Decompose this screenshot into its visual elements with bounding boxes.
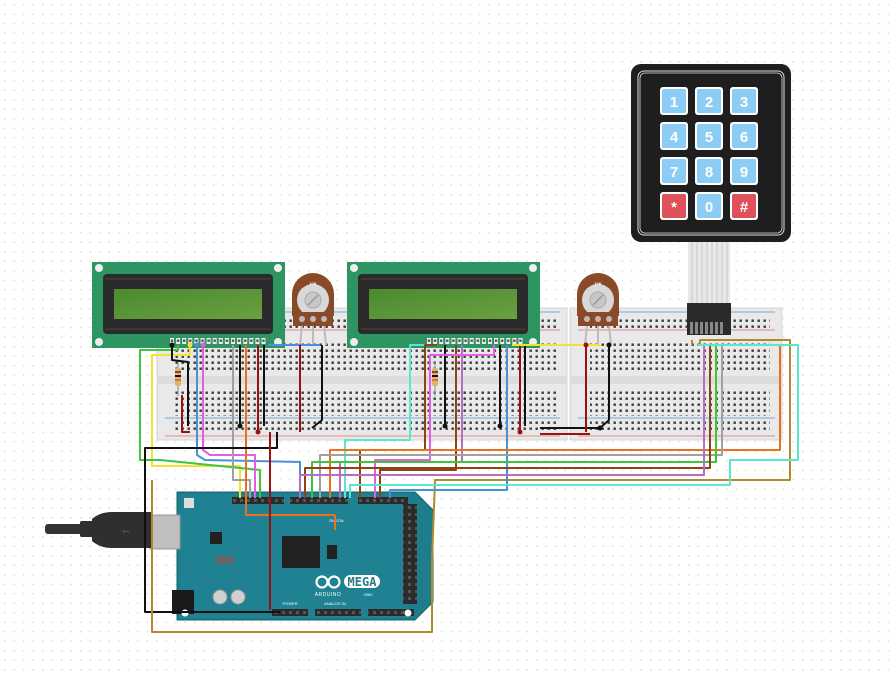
mega-logo-text: MEGA (348, 575, 378, 589)
lcd-2 (347, 262, 540, 348)
usb-icon: ⭠ (122, 526, 130, 537)
wire-endpoint (606, 342, 612, 348)
keypad-key-4[interactable]: 4 (660, 122, 688, 150)
arduino-brand-text: ARDUINO (315, 592, 342, 598)
wires (139, 339, 799, 633)
wire-black (599, 345, 610, 429)
keypad-key-8[interactable]: 8 (695, 157, 723, 185)
keypad-key-label: 9 (740, 164, 748, 181)
wire-gray (232, 345, 251, 498)
arduino-logo (315, 575, 341, 589)
wire-black (311, 345, 323, 429)
keypad-key-6[interactable]: 6 (730, 122, 758, 150)
header-top-mid (290, 497, 348, 504)
lcd-2-screen (369, 289, 517, 319)
header-top-right (358, 497, 408, 504)
keypad-key-star[interactable]: * (660, 192, 688, 220)
wire-endpoint (200, 342, 206, 348)
keypad-key-7[interactable]: 7 (660, 157, 688, 185)
wire-brown (304, 345, 711, 498)
wire-purple (299, 345, 705, 498)
keypad-key-label: 6 (740, 129, 748, 146)
potentiometer-2: 10K (577, 273, 619, 346)
wire-green (311, 345, 717, 498)
reset-button[interactable] (184, 498, 194, 508)
usb-cable: ⭠ (45, 512, 152, 548)
keypad-key-label: 0 (705, 199, 713, 216)
keypad-key-2[interactable]: 2 (695, 87, 723, 115)
wire-endpoint (517, 429, 523, 435)
wire-black (171, 345, 189, 426)
resistor-2 (432, 362, 438, 396)
power-jack (172, 590, 194, 614)
wire-pink (202, 345, 256, 498)
keypad-key-3[interactable]: 3 (730, 87, 758, 115)
atmega-chip (282, 536, 320, 568)
keypad-key-label: 5 (705, 129, 713, 146)
wire-black (144, 432, 280, 613)
wire-pink (374, 345, 495, 498)
wire-endpoint (442, 423, 448, 429)
wire-cyan (349, 344, 799, 498)
header-analog-1 (315, 609, 361, 616)
model-text: 2560 (364, 592, 374, 597)
wire-endpoint (497, 423, 503, 429)
keypad-key-label: 4 (670, 129, 679, 146)
breadboard-2 (569, 307, 783, 441)
keypad-key-label: 2 (705, 94, 713, 111)
wire-endpoint (597, 425, 603, 431)
keypad-key-label: # (740, 199, 749, 216)
digital-label: DIGITAL (329, 518, 345, 523)
keypad-key-0[interactable]: 0 (695, 192, 723, 220)
keypad: 1 2 3 4 5 6 7 8 9 * 0 # (631, 64, 791, 335)
wire-green (139, 345, 261, 498)
wire-blue (389, 345, 508, 498)
header-top-left (232, 497, 284, 504)
wire-yellow (151, 345, 241, 498)
lcd-1 (92, 262, 285, 348)
wire-endpoint (187, 342, 193, 348)
wire-endpoint (583, 342, 589, 348)
wire-gray (319, 345, 723, 498)
arduino-mega: MEGA ARDUINO 2560 POWER ANALOG IN DIGITA… (149, 491, 434, 621)
resistor-1 (175, 362, 181, 396)
usb-port (149, 514, 181, 550)
header-power (272, 609, 308, 616)
keypad-key-label: 1 (670, 94, 678, 111)
keypad-key-9[interactable]: 9 (730, 157, 758, 185)
wire-endpoint (255, 429, 261, 435)
lcd-1-screen (114, 289, 262, 319)
potentiometer-2-label: 10K (594, 281, 601, 286)
wire-olive (151, 339, 791, 633)
wire-endpoint (169, 342, 175, 348)
keypad-key-5[interactable]: 5 (695, 122, 723, 150)
wire-endpoint (237, 423, 243, 429)
wire-cyan (344, 344, 430, 498)
header-analog-2 (368, 609, 414, 616)
keypad-key-label: 7 (670, 164, 678, 181)
analog-label: ANALOG IN (324, 601, 346, 606)
potentiometer-1: 10K (292, 273, 334, 346)
keypad-key-hash[interactable]: # (730, 192, 758, 220)
keypad-key-label: 8 (705, 164, 713, 181)
keypad-key-label: 3 (740, 94, 748, 111)
power-label: POWER (282, 601, 297, 606)
keypad-connector (687, 303, 731, 335)
header-digital-double (403, 504, 417, 604)
potentiometer-1-label: 10K (309, 281, 316, 286)
keypad-key-label: * (671, 199, 677, 216)
keypad-key-1[interactable]: 1 (660, 87, 688, 115)
wire-red (181, 395, 190, 433)
wire-endpoint (194, 342, 200, 348)
